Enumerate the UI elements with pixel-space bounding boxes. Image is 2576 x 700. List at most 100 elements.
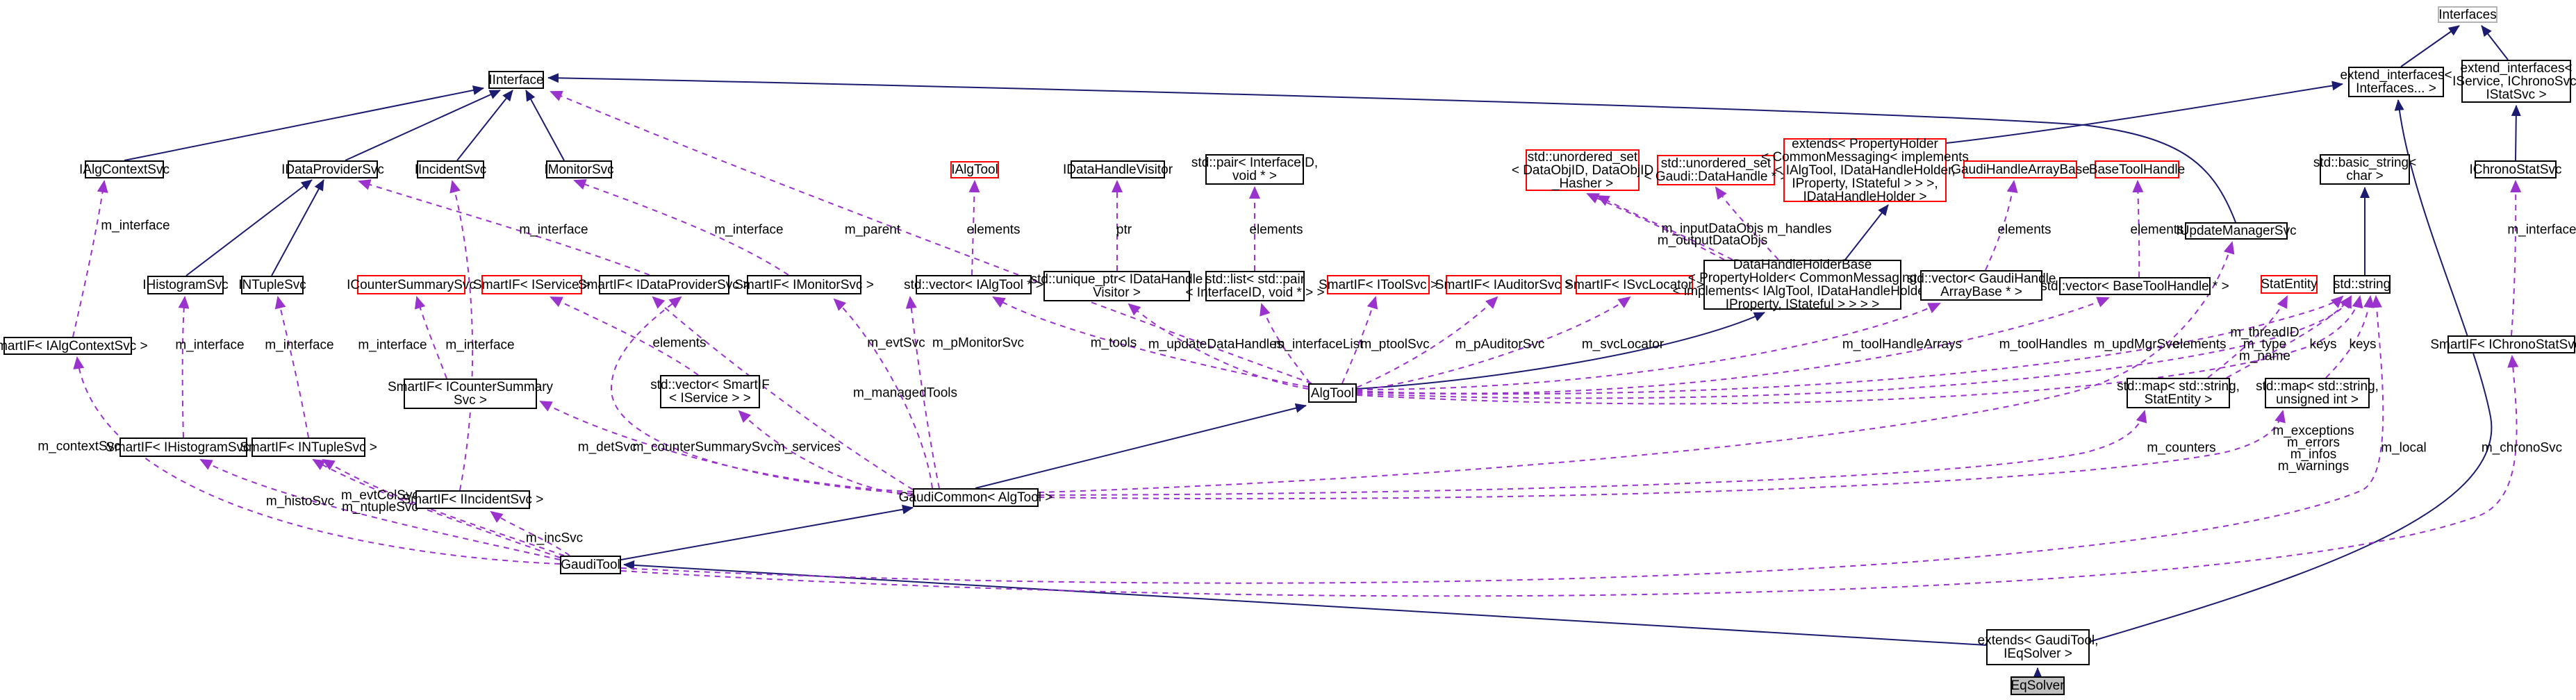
- class-node-datahandleholderbase[interactable]: DataHandleHolderBase< PropertyHolder< Co…: [1673, 258, 1933, 312]
- class-node-extends-gauditool[interactable]: extends< GaudiTool,IEqSolver >: [1978, 629, 2098, 665]
- class-node-smartif-isvclocator[interactable]: SmartIF< ISvcLocator >: [1564, 275, 1704, 294]
- class-node-ichronostatsvc[interactable]: IChronoStatSvc: [2469, 160, 2562, 178]
- class-node-gaudihandlearraybase[interactable]: GaudiHandleArrayBase: [1951, 160, 2090, 178]
- class-node-std-string[interactable]: std::string: [2334, 275, 2391, 294]
- class-node-ialgcontextsvc[interactable]: IAlgContextSvc: [79, 160, 170, 178]
- class-node-label: IProperty, IStateful > > > >: [1725, 297, 1880, 312]
- usage-edge: [490, 510, 570, 556]
- class-node-ihistogramsvc[interactable]: IHistogramSvc: [142, 276, 229, 294]
- edge-label: m_interfaceList: [1274, 338, 1364, 351]
- class-node-interfaces[interactable]: Interfaces: [2438, 6, 2497, 23]
- class-node-ialgtool[interactable]: IAlgTool: [950, 161, 999, 178]
- class-node-iinterface[interactable]: IInterface: [488, 71, 544, 89]
- inheritance-edge: [547, 73, 2236, 223]
- class-node-smartif-intuplesvc[interactable]: SmartIF< INTupleSvc >: [240, 438, 377, 457]
- class-node-smartif-imonitorsvc[interactable]: SmartIF< IMonitorSvc >: [734, 275, 874, 294]
- edge-label: m_interface: [358, 339, 427, 352]
- class-node-std-pair[interactable]: std::pair< InterfaceID,void * >: [1191, 154, 1318, 185]
- edge-label-line: m_counters: [2147, 440, 2216, 456]
- class-node-extend-interfaces-service[interactable]: extend_interfaces<IService, IChronoSvc,I…: [2452, 60, 2576, 103]
- usage-edge: [2207, 295, 2288, 378]
- class-node-map-statentity[interactable]: std::map< std::string,StatEntity >: [2117, 378, 2240, 408]
- inheritance-edge: [975, 403, 1307, 489]
- edge-label-line: m_handles: [1767, 222, 1832, 237]
- class-node-label: SmartIF< ISvcLocator >: [1564, 277, 1704, 292]
- edge-label-line: m_name: [2239, 349, 2290, 364]
- usage-edge: [2510, 180, 2522, 336]
- edge-label-line: m_histoSvc: [265, 494, 335, 509]
- edge-label-line: m_warnings: [2277, 459, 2350, 474]
- edge-label-line: m_parent: [844, 222, 901, 238]
- class-node-label: IDataHandleHolder >: [1803, 189, 1927, 204]
- class-node-label: Svc >: [453, 393, 488, 408]
- class-node-extend-interfaces-variadic[interactable]: extend_interfaces<Interfaces... >: [2340, 67, 2452, 97]
- class-node-smartif-itoolsvc[interactable]: SmartIF< IToolSvc >: [1319, 275, 1438, 294]
- class-node-label: std::vector< SmartIF: [650, 378, 770, 392]
- edge-label: m_pMonitorSvc: [932, 337, 1024, 350]
- class-node-list-pair[interactable]: std::list< std::pair< InterfaceID, void …: [1185, 271, 1325, 301]
- inheritance-edge: [620, 504, 914, 560]
- class-node-intuplesvc[interactable]: INTupleSvc: [238, 276, 306, 294]
- usage-edge: [1356, 296, 1498, 388]
- class-node-smartif-ihistogramsvc[interactable]: SmartIF< IHistogramSvc >: [106, 438, 261, 457]
- usage-edge: [1128, 303, 1309, 390]
- class-node-vector-basetoolhandle[interactable]: std::vector< BaseToolHandle * >: [2040, 277, 2229, 295]
- usage-edge: [2132, 180, 2144, 278]
- class-node-label: ICounterSummarySvc: [347, 277, 476, 292]
- class-node-label: < IService > >: [669, 391, 751, 406]
- class-node-uset-dataobjid[interactable]: std::unordered_set< DataObjID, DataObjID…: [1512, 149, 1653, 191]
- class-node-label: std::list< std::pair: [1205, 272, 1305, 287]
- class-node-gaudicommon[interactable]: GaudiCommon< AlgTool >: [899, 488, 1052, 507]
- class-node-basetoolhandle[interactable]: BaseToolHandle: [2089, 160, 2185, 178]
- class-node-uset-datahandle[interactable]: std::unordered_set< Gaudi::DataHandle * …: [1644, 155, 1788, 185]
- class-node-extends-propertyholder[interactable]: extends< PropertyHolder< CommonMessaging…: [1761, 138, 1969, 204]
- class-node-idatahandlevisitor[interactable]: IDataHandleVisitor: [1063, 160, 1173, 178]
- usage-edge: [322, 458, 565, 556]
- class-node-iincidentsvc[interactable]: IIncidentSvc: [415, 160, 486, 178]
- class-node-smartif-iincidentsvc[interactable]: SmartIF< IIncidentSvc >: [402, 490, 543, 509]
- edge-label: keys: [2349, 338, 2376, 351]
- class-node-label: StatEntity: [2261, 277, 2318, 292]
- class-node-gauditool[interactable]: GaudiTool: [560, 556, 621, 574]
- usage-edge: [539, 401, 914, 492]
- edge-label: m_toolHandles: [1999, 338, 2088, 351]
- class-node-std-basic-string[interactable]: std::basic_string<char >: [2313, 154, 2416, 185]
- class-node-icountersummarysvc[interactable]: ICounterSummarySvc: [347, 275, 476, 294]
- class-node-iupdatemanagersvc[interactable]: IUpdateManagerSvc: [2176, 222, 2297, 240]
- class-node-smartif-ichronostatsvc[interactable]: SmartIF< IChronoStatSvc >: [2430, 335, 2576, 353]
- usage-edge: [573, 179, 789, 276]
- edge-label: m_counterSummarySvc: [633, 441, 774, 454]
- inheritance-edge: [1844, 204, 1889, 260]
- edge-label-line: m_ptoolSvc: [1360, 337, 1430, 352]
- edge-label: m_interface: [2507, 224, 2576, 237]
- class-node-eqsolver[interactable]: EqSolver: [2011, 676, 2065, 695]
- usage-edge: [620, 355, 2519, 597]
- class-node-smartif-iservice[interactable]: SmartIF< IService >: [473, 275, 591, 294]
- class-node-imonitorsvc[interactable]: IMonitorSvc: [544, 160, 614, 178]
- edge-label-line: m_interface: [101, 218, 170, 233]
- class-node-label: IEqSolver >: [2004, 647, 2072, 661]
- class-node-vector-ialgtool[interactable]: std::vector< IAlgTool * >: [904, 275, 1043, 294]
- class-node-label: IMonitorSvc: [544, 162, 614, 177]
- inheritance-edge: [623, 560, 1987, 646]
- usage-edge: [738, 410, 914, 497]
- class-node-vector-smartif-iservice[interactable]: std::vector< SmartIF< IService > >: [650, 375, 770, 408]
- class-node-smartif-ialgcontextsvc[interactable]: SmartIF< IAlgContextSvc >: [0, 337, 148, 355]
- class-node-label: std::basic_string<: [2313, 156, 2417, 170]
- edge-label: m_tools: [1091, 337, 1137, 350]
- class-node-statentity[interactable]: StatEntity: [2261, 275, 2318, 294]
- edge-label-line: m_interface: [714, 222, 784, 238]
- class-node-smartif-iauditorsvc[interactable]: SmartIF< IAuditorSvc >: [1435, 275, 1572, 294]
- edge-label: m_ptoolSvc: [1360, 337, 1430, 352]
- class-node-idataprovidersvc[interactable]: IDataProviderSvc: [281, 160, 384, 178]
- class-node-label: void * >: [1232, 169, 1277, 183]
- class-node-map-unsigned[interactable]: std::map< std::string,unsigned int >: [2256, 378, 2379, 408]
- class-node-smartif-idataprovidersvc[interactable]: SmartIF< IDataProviderSvc >: [578, 275, 750, 294]
- class-node-algtool[interactable]: AlgTool: [1308, 383, 1357, 403]
- edge-label-line: m_type: [2243, 337, 2287, 352]
- class-node-label: std::map< std::string,: [2117, 379, 2240, 394]
